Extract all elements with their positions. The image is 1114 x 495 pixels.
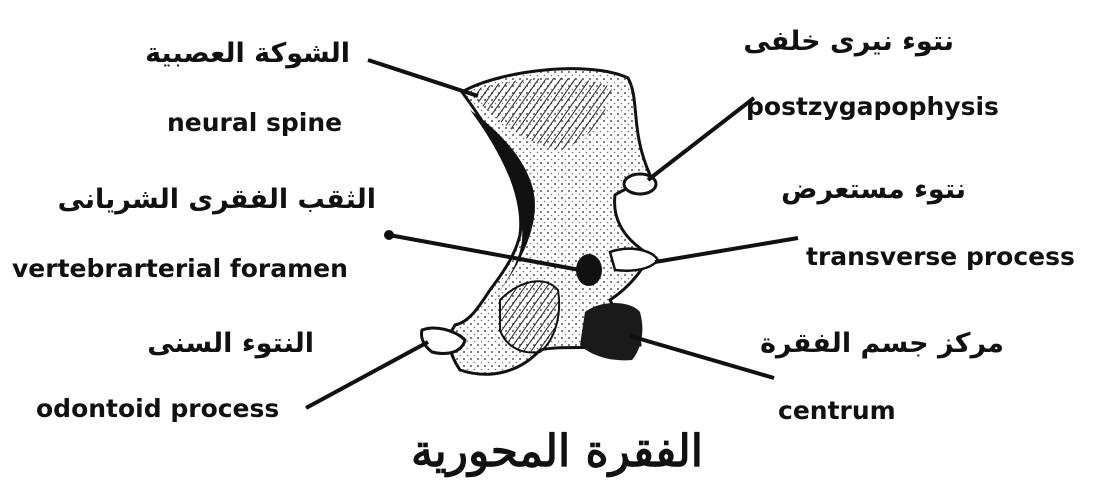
leader-odontoid [306,342,428,408]
lower-facet-hatch [500,281,559,352]
postzygapophysis-label-ar: نتوء نيرى خلفى [743,28,954,55]
diagram-title: الفقرة المحورية [0,430,1114,474]
transverse-process-shape [610,249,658,271]
transverse-process-label-en: transverse process [806,244,1075,269]
leader-neural-spine [368,60,478,96]
vertebrarterial-foramen-label-ar: الثقب الفقرى الشريانى [58,186,376,213]
leader-postzygapophysis [648,98,754,180]
neural-spine-label-ar: الشوكة العصبية [145,40,350,67]
centrum-label-ar: مركز جسم الفقرة [760,330,1004,357]
neural-spine-label-en: neural spine [167,110,342,135]
odontoid-process-label-ar: النتوء السنى [147,330,314,357]
postzygapophysis-label-en: postzygapophysis [746,94,999,119]
leader-transverse-process [655,238,798,262]
leader-centrum [630,336,774,378]
centrum-shape [580,303,642,360]
vertebrarterial-foramen-label-en: vertebrarterial foramen [12,256,348,281]
centrum-label-en: centrum [778,398,896,423]
odontoid-process-label-en: odontoid process [36,396,279,421]
transverse-process-label-ar: نتوء مستعرض [781,176,966,203]
